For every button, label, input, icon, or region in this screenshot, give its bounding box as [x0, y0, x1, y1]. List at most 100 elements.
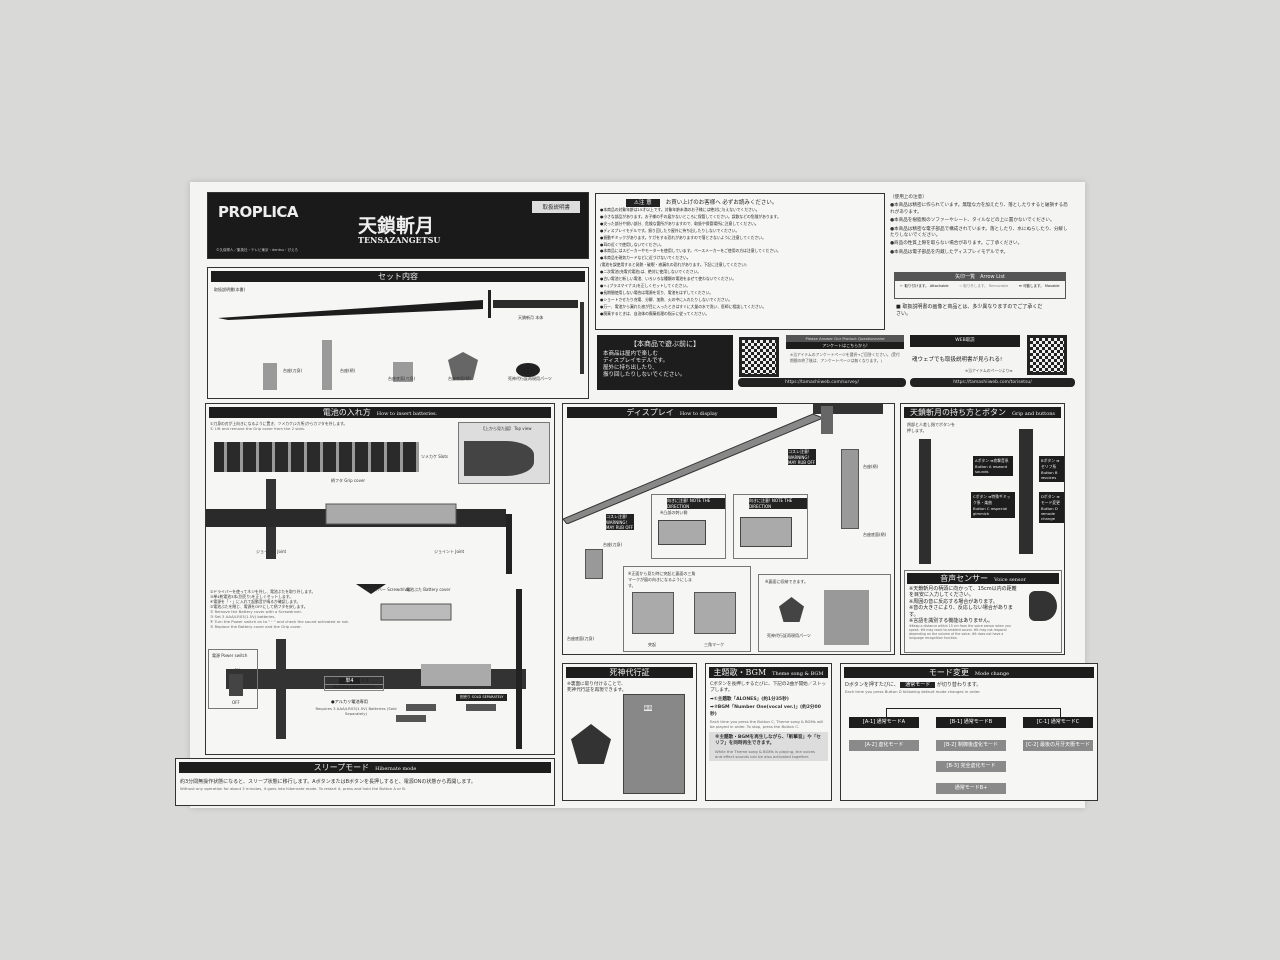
caution-line: ●本商品を磁気カードなどに近づけないでください。 [600, 255, 691, 261]
battery-step1-en: ① Lift and remove the Grip cover from th… [210, 426, 306, 431]
survey-url[interactable]: https://tamashiiweb.com/survey/ [738, 378, 906, 387]
alkaline-note: ●アルカリ電池専用 [331, 699, 368, 704]
mode-a1: [A-1] 通常モードA [849, 717, 919, 728]
caution-line: ●廃棄するときは、自治体の廃棄処理の指示に従ってください。 [600, 310, 710, 316]
web-manual-text: 魂ウェブでも取扱説明書が見られる! [912, 357, 1003, 363]
badge-text: ※裏面に取り付けることで、死神代行証を再現できます。 [567, 682, 627, 694]
caution-line: ●古い電池と新しい電池、いろいろな種類の電池をまぜて使わないでください。 [600, 276, 737, 282]
caution-line: ●小さな部品があります。お子様の手の届かないところに保管してください。誤飲などの… [600, 213, 781, 219]
base-blade-label: 台座底面(刀身) [567, 636, 595, 641]
mode-b2: [B-2] 制御後虚化モード [936, 740, 1006, 751]
step-en: ④ Turn the Power switch on to "・" and ch… [210, 619, 350, 624]
web-manual-title: WEB取説 [910, 335, 1020, 347]
sword-illustration [218, 290, 584, 390]
joint-label: ジョイント Joint [434, 549, 465, 554]
power-switch-box: 電源 Power switch ON OFF [208, 649, 258, 709]
before-play-line: 屋外に持ち出したり、 [603, 365, 658, 371]
off-label: OFF [232, 700, 240, 705]
alignment-box: ※正面から見た時に突起と裏面の三角マークが図の向きになるようにします。 突起 三… [623, 566, 751, 652]
caution-line: ●万一、電池から漏れた液が目に入ったときはすぐに大量の水で洗い、医師に相談してく… [600, 303, 767, 309]
song-item: ➡①主題歌「ALONES」(約1分35秒) [710, 696, 789, 702]
sword-body-illustration [206, 479, 526, 749]
sleep-text: 約3分間無操作状態になると、スリープ状態に移行します。AボタンまたはBボタンを長… [180, 779, 476, 785]
mode-c2: [C-2] 最後の月牙天衝モード [1023, 740, 1093, 751]
caution-line: ●ディスプレイモデルです。振り回したり屋外に持ち出したりしないでください。 [600, 227, 740, 233]
mode-b4: 通常モードB+ [936, 783, 1006, 794]
voice-note: ※言語を識別する機能はありません。 [909, 618, 994, 625]
on-label: ON [234, 668, 241, 673]
theme-note-en: While the Theme song & BGMs is playing, … [715, 748, 816, 759]
back-label: 裏面 [644, 705, 652, 711]
usage-line: ●本商品は電子部品を内蔵したディスプレイモデルです。 [890, 249, 1009, 255]
arrow-removable: ⇦ 取り外します。 Removable [959, 284, 1009, 288]
set-contents-section: セット内容 取扱説明書(本書) 天鎖斬月 本体 台座(刀身) 台座(柄) 台座底… [207, 267, 589, 399]
mode-b1: [B-1] 通常モードB [936, 717, 1006, 728]
badge-part-label: 死神代行証再現用パーツ [767, 633, 811, 638]
before-play-line: ディスプレイモデルです。 [603, 358, 669, 364]
step: ⑤電池ぶたを閉じ、電源をOFFにして柄フタを戻します。 [210, 604, 308, 609]
convex-note: ※凸部の刺い側 [660, 510, 688, 515]
copyright: ©久保帯人／集英社・テレビ東京・dentsu・ぴえろ [216, 248, 299, 252]
step-en: ② Remove the Battery cover with a Screwd… [210, 609, 302, 614]
slots-label: ツメカケ Slots [421, 454, 449, 459]
direction-box-1: 向きに注意! NOTE THE DIRECTION ※凸部の刺い側 [651, 494, 726, 559]
item-body: 天鎖斬月 本体 [518, 315, 544, 320]
voice-notes-en: ※Keep a distance within 15 cm from the v… [909, 624, 1011, 641]
theme-intro: Cボタンを長押しするたびに、下記の2曲が開始／ストップします。 [710, 682, 827, 694]
storage-box: ※裏面に収納できます。 死神代行証再現用パーツ [758, 574, 891, 652]
arrow-list-title: 矢印一覧 Arrow List [895, 273, 1065, 281]
caution-line: ●+-(プラスマイナス)を正しくセットしてください。 [600, 282, 691, 288]
battery-count: ×3 [361, 678, 369, 684]
item-manual: 取扱説明書(本書) [214, 287, 246, 292]
caution-badge: ⚠注 意 [626, 199, 660, 207]
grip-hold-illustration [919, 439, 931, 564]
brand-logo: PROPLICA [218, 203, 299, 221]
header-banner: PROPLICA 天鎖斬月 TENSAZANGETSU 取扱説明書 ©久保帯人／… [207, 192, 589, 259]
web-manual-url[interactable]: https://tamashiiweb.com/torisetsu/ [910, 378, 1075, 387]
voice-note: ※周囲の音に反応する場合があります。 [909, 598, 998, 605]
voice-note: ※音の大きさにより、反応しない場合があります。 [909, 605, 1013, 618]
usage-line: ●商品の性質上隙を取らない場合があります。ご了承ください。 [890, 241, 1023, 247]
loop-arrow [886, 708, 1061, 718]
caution-heading: お買い上げのお客様へ 必ずお読みください。 [665, 200, 778, 206]
caution-line: ●本商品の対象年齢は15才以上です。対象年齢未満のお子様には絶対に与えないでくだ… [600, 207, 760, 212]
mode-c1: [C-1] 通常モードC [1023, 717, 1093, 728]
web-manual-qr-code[interactable] [1027, 335, 1067, 375]
voice-sensor-illustration [1029, 591, 1057, 621]
top-view-box: 【上から見た図】 Top view [458, 422, 550, 484]
set-contents-title: セット内容 [211, 271, 585, 282]
usage-notes: 〔使用上の注意〕 ●本商品は精密に作られています。無理な力を加えたり、落としたり… [886, 194, 1076, 329]
step: ③単4乾電池3本(別売り)を正しくセットします。 [210, 594, 293, 599]
theme-en: Each time you press the Button C, Theme … [710, 719, 824, 730]
item-base-blade: 台座底面(刀身) [388, 376, 416, 381]
caution-line: (電池を誤使用すると発熱・破裂・液漏れの恐れがあります。下記に注意してください) [600, 262, 747, 268]
arrow-attachable: ⇠ 取り付けます。 Attachable [900, 284, 949, 288]
step: ②ドライバーを使ってネジを外し、電池ぶたを取り外します。 [210, 589, 316, 594]
joint-label: ジョイント Joint [256, 549, 287, 554]
web-manual-note: ※当アイテムのページより➡ [965, 368, 1013, 373]
song-item: ➡②BGM「Number One(vocal ver.)」(約2分00秒) [710, 705, 821, 717]
usage-line: ●本商品を樹脂製のソファーやシート、タイルなどの上に置かないでください。 [890, 218, 1055, 224]
mode-intro: Dボタンを押すたびに、 通常モード が切り替わります。 [845, 682, 982, 688]
voice-note: ※天鎖斬月の柄頭に向かって、15cm以内の距離を目安に入力してください。 [909, 586, 1017, 599]
power-switch[interactable] [229, 674, 243, 696]
grip-cover-label: 柄フタ Grip cover [331, 478, 366, 483]
step-en: ③ Set 3 AAA/LR03(1.5V) batteries. [210, 614, 276, 619]
survey-qr-code[interactable] [739, 337, 779, 377]
before-play-line: 振り回したりしないでください。 [603, 372, 686, 378]
caution-list: ●本商品の対象年齢は15才以上です。対象年齢未満のお子様には絶対に与えないでくだ… [596, 207, 884, 318]
